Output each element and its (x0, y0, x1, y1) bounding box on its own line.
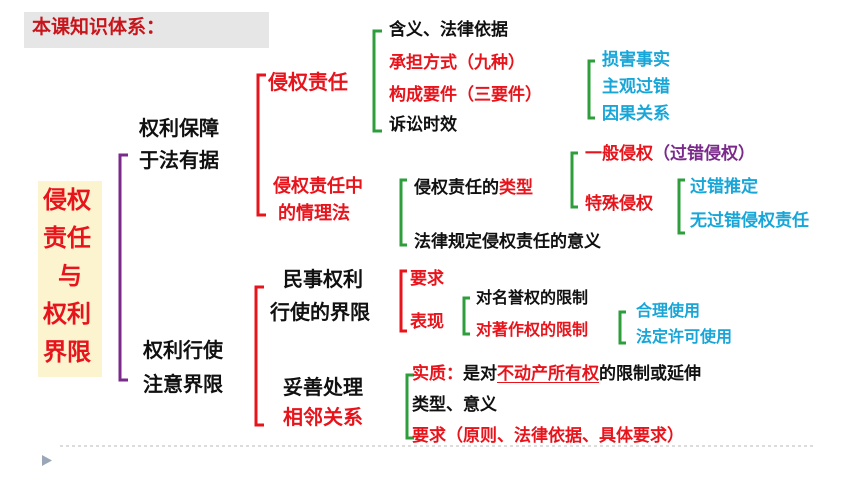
bracket-liability (372, 29, 382, 133)
neighbor-label-top: 妥善处理 (283, 375, 363, 399)
types-suffix: 类型 (499, 178, 533, 198)
page-title: 本课知识体系： (32, 16, 166, 38)
bracket-root (118, 153, 128, 382)
neighbor-req-text: （原则、法律依据、具体要求） (446, 426, 684, 446)
neighbor-types: 类型、意义 (412, 395, 497, 415)
element-3: 因果关系 (602, 104, 670, 124)
root-line-2: 责任 (43, 224, 91, 252)
element-1: 损害事实 (602, 50, 670, 70)
general-tort-note: （过错侵权） (653, 144, 755, 164)
civil-label-2: 行使的界限 (270, 300, 370, 324)
general-tort: 一般侵权（过错侵权） (585, 144, 755, 165)
bracket-neighbor (405, 373, 414, 440)
liability-item-3: 构成要件（三要件） (389, 85, 542, 106)
play-triangle-icon (42, 455, 52, 466)
essence-key: 不动产所有权 (497, 364, 599, 384)
limit-2: 对著作权的限制 (476, 320, 589, 339)
reason-label-2: 的情理法 (278, 203, 350, 224)
title-box (24, 12, 269, 48)
general-tort-label: 一般侵权 (585, 144, 653, 164)
root-line-5: 界限 (43, 338, 91, 366)
root-box (38, 181, 102, 377)
special-item-2: 无过错侵权责任 (690, 211, 809, 231)
bracket-special (677, 178, 685, 235)
branch2-label-1: 权利行使 (143, 338, 223, 362)
branch2-label-2: 注意界限 (143, 372, 223, 396)
types-label: 侵权责任的类型 (414, 178, 533, 199)
types-prefix: 侵权责任的 (414, 178, 499, 198)
bracket-elements (587, 59, 595, 120)
branch1-label-2: 于法有据 (139, 148, 219, 172)
meaning-label: 法律规定侵权责任的意义 (414, 232, 601, 252)
reason-label-1: 侵权责任中 (273, 176, 363, 197)
neighbor-essence: 实质：是对不动产所有权的限制或延伸 (412, 364, 701, 385)
essence-pre: 是对 (463, 364, 497, 384)
bracket-reason (399, 178, 407, 247)
bracket-uses (618, 310, 626, 345)
bracket-types (570, 151, 578, 209)
civil-label-1: 民事权利 (283, 267, 363, 291)
root-line-4: 权利 (43, 300, 91, 328)
bracket-branch1 (256, 73, 266, 217)
limit-1: 对名誉权的限制 (476, 288, 589, 307)
bracket-civil (399, 269, 407, 333)
special-item-1: 过错推定 (690, 177, 758, 197)
liability-item-4: 诉讼时效 (389, 115, 457, 135)
element-2: 主观过错 (602, 77, 670, 97)
essence-label: 实质： (412, 364, 463, 384)
bracket-limits (462, 296, 470, 336)
liability-item-1: 含义、法律依据 (389, 20, 508, 40)
neighbor-requirement: 要求（原则、法律依据、具体要求） (412, 426, 684, 447)
liability-item-3-text: 构成要件（三要件） (389, 85, 542, 105)
liability-item-2: 承担方式（九种） (389, 53, 525, 73)
neighbor-label-bottom: 相邻关系 (283, 405, 363, 429)
civil-requirement: 要求 (410, 269, 444, 289)
bracket-branch2 (254, 285, 264, 427)
neighbor-req-label: 要求 (412, 426, 446, 446)
root-line-3: 与 (58, 262, 82, 290)
root-line-1: 侵权 (43, 186, 91, 214)
branch1-label-1: 权利保障 (139, 116, 219, 140)
special-tort: 特殊侵权 (585, 194, 653, 214)
liability-label: 侵权责任 (268, 70, 348, 94)
civil-manifest: 表现 (410, 312, 444, 332)
use-1: 合理使用 (636, 301, 701, 320)
use-2: 法定许可使用 (636, 327, 733, 346)
essence-post: 的限制或延伸 (599, 364, 701, 384)
